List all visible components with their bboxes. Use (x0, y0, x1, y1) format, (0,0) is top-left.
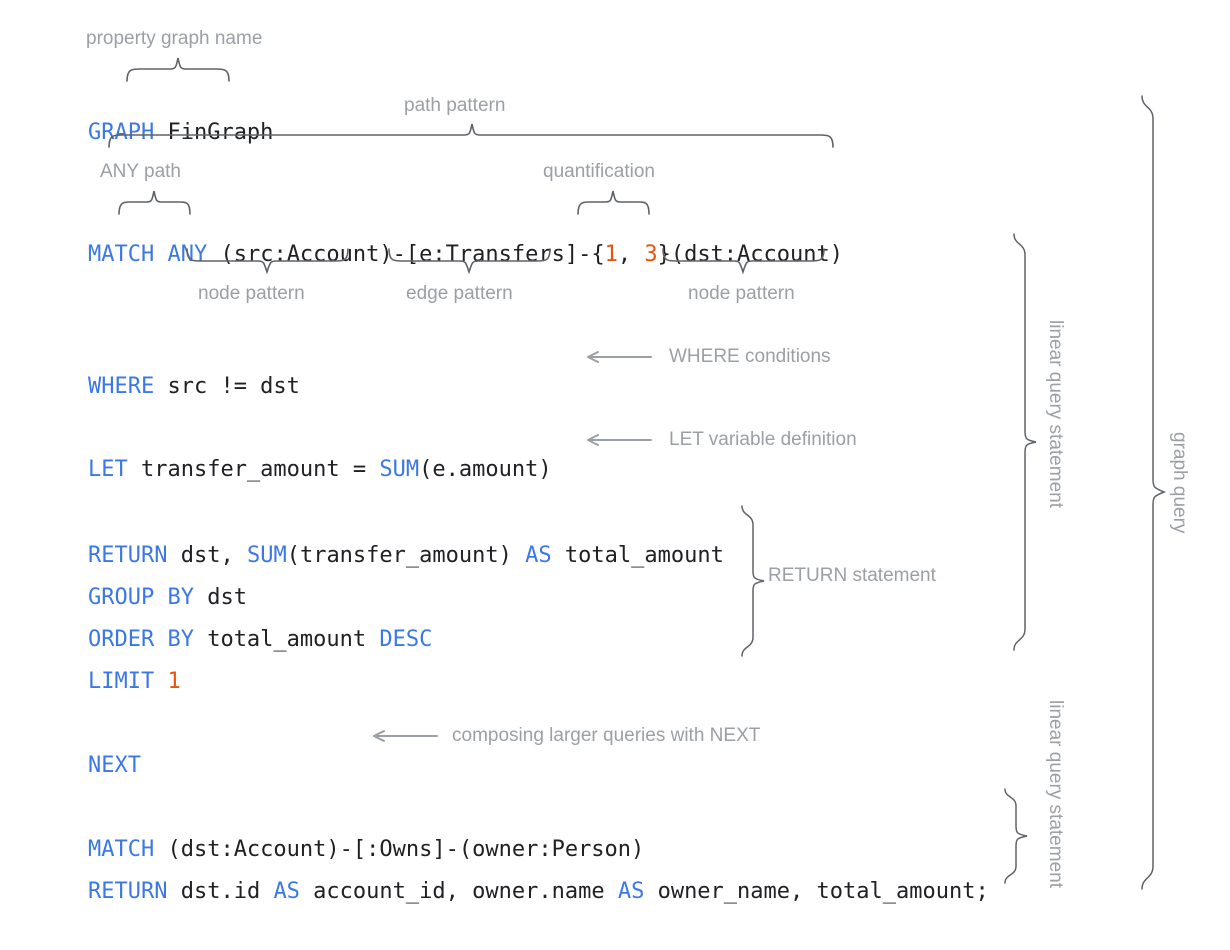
annotation-linear-query-statement-1: linear query statement (1045, 320, 1066, 508)
arrow-composing-next (373, 730, 438, 742)
keyword-where: WHERE (87, 374, 155, 399)
annotation-property-graph-name: property graph name (86, 28, 263, 49)
return-sum-args: (transfer_amount) (286, 543, 526, 568)
annotation-graph-query: graph query (1169, 432, 1190, 534)
keyword-match: MATCH (87, 242, 155, 267)
annotation-node-pattern-src: node pattern (198, 283, 305, 304)
keyword-return-2: RETURN (87, 879, 168, 904)
keyword-return: RETURN (87, 543, 168, 568)
annotation-edge-pattern: edge pattern (406, 283, 513, 304)
annotation-return-statement: RETURN statement (768, 565, 936, 586)
return-2-alias-account-id: account_id, owner.name (299, 879, 618, 904)
brace-quantification (577, 190, 650, 215)
order-by-field: total_amount (193, 627, 380, 652)
function-sum-return: SUM (246, 543, 287, 568)
keyword-as-3: AS (617, 879, 645, 904)
group-by-field: dst (193, 585, 247, 610)
keyword-group-by: GROUP BY (87, 585, 194, 610)
brace-edge-pattern (388, 248, 551, 275)
annotation-node-pattern-dst: node pattern (688, 283, 795, 304)
quantifier-separator: , (617, 242, 645, 267)
code-line-return-2: RETURN dst.id AS account_id, owner.name … (35, 847, 989, 937)
graph-name-text: FinGraph (154, 120, 274, 145)
brace-linear-query-statement-2 (1004, 788, 1028, 884)
keyword-desc: DESC (379, 627, 433, 652)
annotation-linear-query-statement-2: linear query statement (1045, 700, 1066, 888)
match-pattern-part2: }(dst:Account) (657, 242, 844, 267)
arrow-let-variable-definition (587, 434, 652, 446)
keyword-order-by: ORDER BY (87, 627, 194, 652)
quantifier-lower-bound: 1 (604, 242, 618, 267)
keyword-as-1: AS (525, 543, 552, 568)
code-line-limit: LIMIT 1 (35, 637, 181, 727)
brace-linear-query-statement-1 (1013, 233, 1037, 651)
annotation-where-conditions: WHERE conditions (669, 346, 831, 367)
limit-space (154, 669, 167, 694)
match-2-pattern: (dst:Account)-[:Owns]-(owner:Person) (154, 837, 645, 862)
brace-graph-query (1141, 95, 1167, 890)
match-space (154, 242, 167, 267)
function-sum-let: SUM (379, 457, 420, 482)
brace-node-pattern-src (186, 248, 349, 275)
keyword-let: LET (87, 457, 128, 482)
where-condition-text: src != dst (154, 374, 300, 399)
code-line-match-2: MATCH (dst:Account)-[:Owns]-(owner:Perso… (35, 805, 644, 895)
code-line-group-by: GROUP BY dst (35, 553, 247, 643)
code-line-order-by: ORDER BY total_amount DESC (35, 595, 432, 685)
code-line-let: LET transfer_amount = SUM(e.amount) (35, 425, 552, 515)
annotation-quantification: quantification (543, 161, 655, 182)
quantifier-upper-bound: 3 (644, 242, 658, 267)
keyword-limit: LIMIT (87, 669, 155, 694)
keyword-match-2: MATCH (87, 837, 155, 862)
brace-path-pattern (108, 123, 834, 148)
match-pattern-part1: (src:Account)-[e:Transfers]-{ (207, 242, 605, 267)
limit-value: 1 (167, 669, 181, 694)
code-line-return: RETURN dst, SUM(transfer_amount) AS tota… (35, 511, 724, 601)
annotation-path-pattern: path pattern (404, 95, 506, 116)
code-line-graph: GRAPH FinGraph (35, 88, 273, 178)
brace-property-graph-name (126, 57, 230, 82)
arrow-where-conditions (587, 351, 652, 363)
keyword-graph: GRAPH (87, 120, 155, 145)
let-sum-args: (e.amount) (419, 457, 552, 482)
let-variable-name: transfer_amount = (127, 457, 380, 482)
keyword-as-2: AS (273, 879, 300, 904)
brace-node-pattern-dst (662, 248, 825, 275)
brace-any-path (118, 190, 191, 215)
annotation-composing-next: composing larger queries with NEXT (452, 725, 761, 746)
keyword-next: NEXT (87, 753, 141, 778)
code-line-next: NEXT (35, 721, 141, 811)
brace-return-statement (741, 505, 765, 657)
return-2-field-dst-id: dst.id (167, 879, 274, 904)
return-2-alias-owner-name: owner_name, total_amount; (644, 879, 989, 904)
annotation-any-path: ANY path (100, 161, 181, 182)
code-line-where: WHERE src != dst (35, 342, 300, 432)
return-field-dst: dst, (167, 543, 247, 568)
return-alias-total-amount: total_amount (551, 543, 724, 568)
annotation-let-variable-definition: LET variable definition (669, 429, 857, 450)
